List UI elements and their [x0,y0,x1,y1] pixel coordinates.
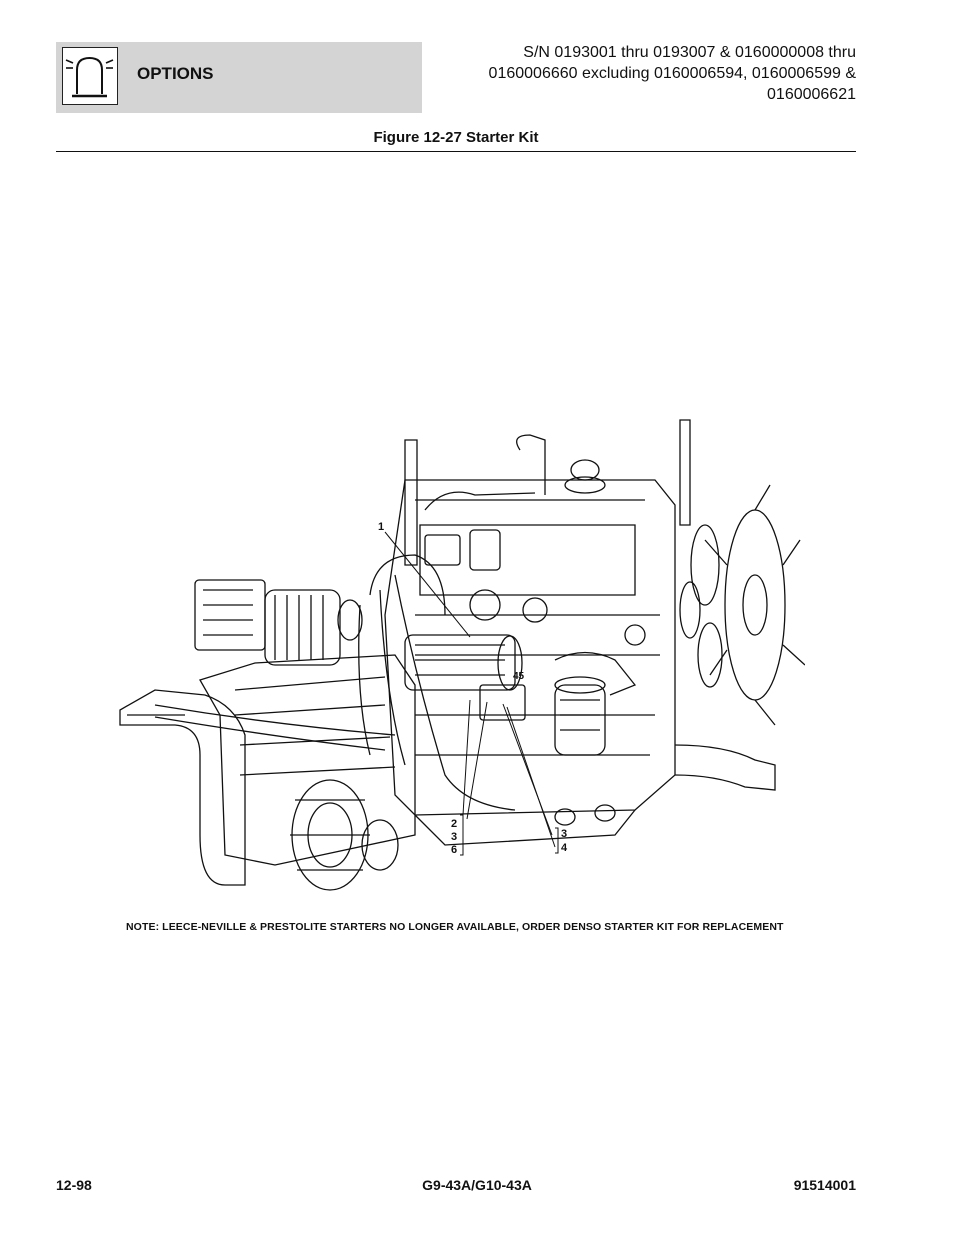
document-number: 91514001 [793,1177,856,1193]
model-number: G9-43A/G10-43A [422,1177,532,1193]
callout-4: 4 [561,842,568,854]
callout-6: 6 [451,844,457,856]
engine-badge: 45 [513,671,525,682]
figure-title: Figure 12-27 Starter Kit [373,129,539,146]
serial-line: 0160006621 [767,86,856,103]
replacement-note: NOTE: LEECE-NEVILLE & PRESTOLITE STARTER… [126,921,784,933]
serial-range: S/N 0193001 thru 0193007 & 0160000008 th… [426,42,856,105]
serial-line: 0160006660 excluding 0160006594, 0160006… [488,65,856,82]
beacon-light-icon [62,47,118,105]
header-divider [56,151,856,152]
callout-1: 1 [378,521,384,533]
callout-3: 3 [561,828,567,840]
serial-line: S/N 0193001 thru 0193007 & 0160000008 th… [523,44,856,61]
callout-2: 2 [451,818,457,830]
page-number: 12-98 [56,1177,92,1193]
callout-3: 3 [451,831,457,843]
engine-starter-illustration: 1 2 3 6 3 4 45 [119,419,805,891]
section-title: OPTIONS [137,64,214,83]
